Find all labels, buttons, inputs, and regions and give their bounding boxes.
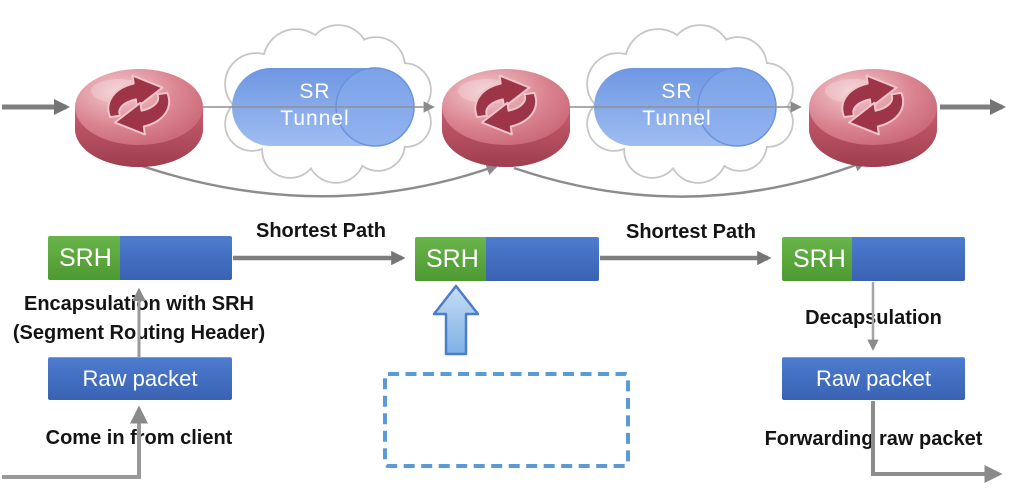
sr-tunnel-2-line2: Tunnel <box>642 107 712 130</box>
decapsulation-label: Decapsulation <box>795 301 952 336</box>
dashed-callout-box <box>383 372 630 468</box>
packet-payload <box>852 237 965 281</box>
sr-tunnel-label-2: SR Tunnel <box>592 78 762 132</box>
shortest-path-label-2: Shortest Path <box>617 214 765 250</box>
sr-tunnel-label-1: SR Tunnel <box>230 78 400 132</box>
encapsulation-line2: (Segment Routing Header) <box>12 322 266 344</box>
srh-packet-bar-2: SRH <box>415 237 599 281</box>
sr-tunnel-1-line1: SR <box>299 80 331 103</box>
forwarding-raw-packet-label: Forwarding raw packet <box>755 420 992 458</box>
come-in-from-client-label: Come in from client <box>38 419 240 457</box>
srh-packet-bar-1: SRH <box>48 236 232 280</box>
packet-payload <box>120 236 232 280</box>
srh-segment: SRH <box>48 236 120 280</box>
raw-packet-box-right: Raw packet <box>782 357 965 400</box>
srh-segment: SRH <box>782 237 852 281</box>
srh-packet-bar-3: SRH <box>782 237 965 281</box>
shortest-path-label-1: Shortest Path <box>247 213 395 249</box>
shortest-path-arc-1 <box>132 161 499 198</box>
sr-tunnel-2-line1: SR <box>661 80 693 103</box>
sr-tunnel-1-line2: Tunnel <box>280 107 350 130</box>
encapsulation-line1: Encapsulation with SRH <box>23 293 255 315</box>
block-up-arrow-icon <box>432 284 480 356</box>
raw-packet-box-left: Raw packet <box>48 357 232 400</box>
shortest-path-arc-2 <box>513 159 867 198</box>
srh-segment: SRH <box>415 237 486 281</box>
encapsulation-label: Encapsulation with SRH (Segment Routing … <box>5 288 273 350</box>
packet-payload <box>486 237 599 281</box>
